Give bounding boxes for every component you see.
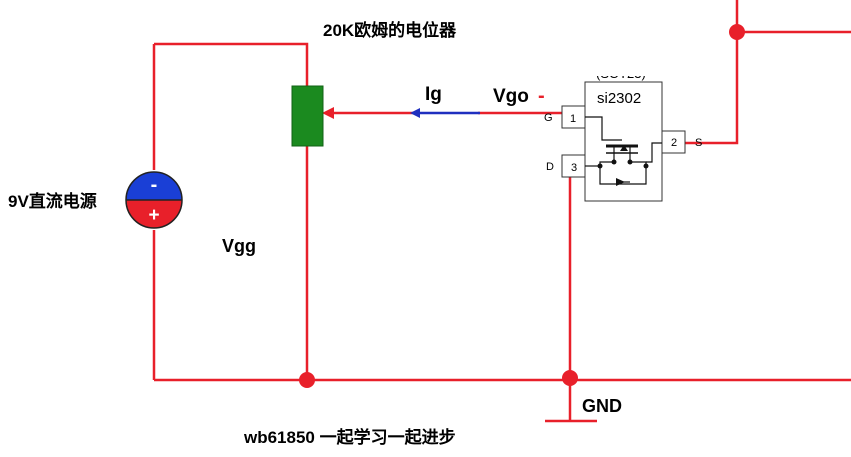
mosfet bbox=[561, 81, 686, 202]
vgg-label: Vgg bbox=[222, 236, 256, 256]
battery bbox=[125, 171, 183, 229]
footer-label: wb61850 一起学习一起进步 bbox=[243, 427, 456, 447]
pot-title: 20K欧姆的电位器 bbox=[323, 20, 457, 40]
pin-2-number: 3 bbox=[571, 162, 577, 174]
pin-3-box bbox=[661, 130, 686, 154]
mosfet-body bbox=[584, 81, 663, 202]
pin-gate-name: G bbox=[544, 112, 553, 124]
vgo-label: Vgo bbox=[493, 86, 529, 107]
gnd-label: GND bbox=[582, 396, 622, 416]
pin-3-number: 2 bbox=[671, 137, 677, 149]
junction-pot-ground bbox=[299, 372, 315, 388]
vgo-sign: - bbox=[538, 85, 545, 107]
pin-source-name: D bbox=[546, 161, 554, 173]
junctions bbox=[299, 24, 745, 388]
wiper-arrow-head bbox=[322, 107, 334, 119]
junction-source-ground bbox=[562, 370, 578, 386]
junction-drain bbox=[729, 24, 745, 40]
wires bbox=[152, 0, 851, 420]
pin-1-number: 1 bbox=[570, 113, 576, 125]
pin-drain-name: S bbox=[695, 137, 702, 149]
battery-plus-sign: + bbox=[148, 205, 159, 226]
ig-label: Ig bbox=[425, 84, 442, 105]
wire-left-top bbox=[154, 42, 309, 86]
source-label: 9V直流电源 bbox=[8, 191, 97, 211]
battery-minus-sign: - bbox=[151, 174, 158, 196]
ig-arrow-head bbox=[410, 108, 420, 118]
mosfet-part-label: si2302 bbox=[597, 90, 641, 107]
potentiometer bbox=[291, 85, 324, 147]
mosfet-symbol-dots bbox=[597, 145, 649, 186]
wire-drain bbox=[685, 0, 739, 145]
